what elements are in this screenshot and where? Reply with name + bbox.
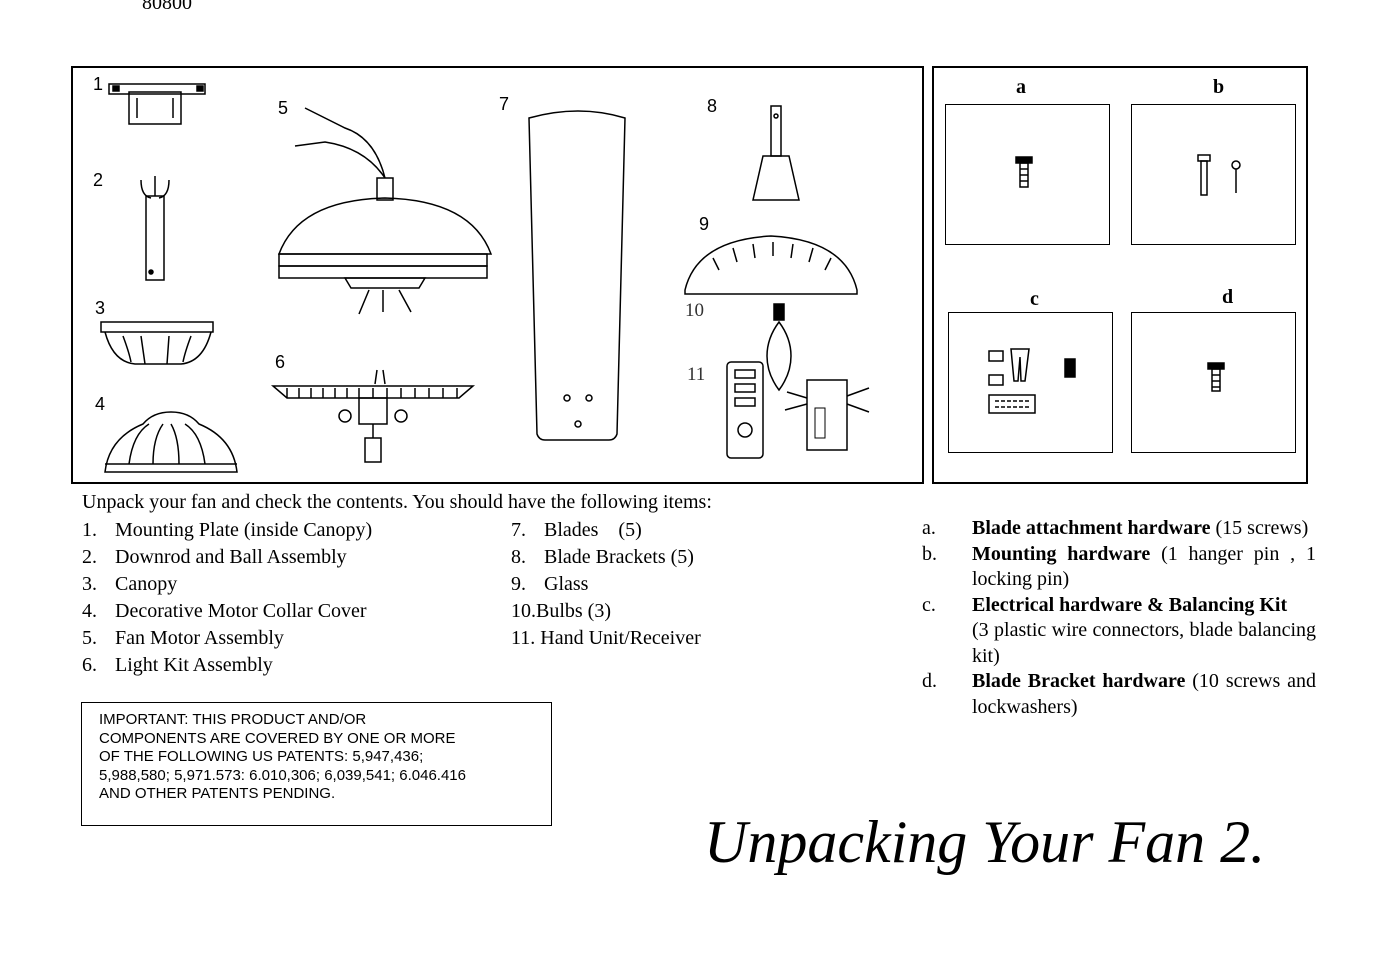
item-label: Blade Brackets (5) — [544, 546, 694, 568]
list-item: 5. Fan Motor Assembly — [82, 625, 372, 652]
list-item: 10.Bulbs (3) — [511, 598, 701, 625]
page-title: Unpacking Your Fan 2. — [704, 809, 1266, 875]
item-label: Hand Unit/Receiver — [540, 627, 701, 649]
part-number: 3 — [95, 298, 106, 318]
item-letter: d. — [922, 670, 937, 692]
item-letter: b. — [922, 542, 937, 565]
downrod-drawing — [140, 176, 170, 281]
patent-line: COMPONENTS ARE COVERED BY ONE OR MORE — [99, 729, 456, 747]
item-label: Mounting Plate (inside Canopy) — [115, 519, 373, 541]
part-number: 4 — [95, 394, 106, 414]
glass-drawing — [684, 235, 858, 295]
item-number: 7. — [511, 519, 526, 541]
item-label: Decorative Motor Collar Cover — [115, 600, 367, 622]
item-label: Glass — [544, 573, 589, 595]
item-number: 10. — [511, 600, 536, 622]
screw-icon — [1207, 362, 1225, 392]
model-number: 80800 — [142, 0, 192, 14]
list-item: 9. Glass — [511, 571, 701, 598]
light-kit-drawing — [270, 369, 476, 463]
part-number: 2 — [93, 170, 104, 190]
item-number: 8. — [511, 546, 526, 568]
patent-line: OF THE FOLLOWING US PATENTS: 5,947,436; — [99, 748, 424, 765]
hardware-item-b: b. Mounting hardware (1 hanger pin , 1 lo… — [922, 542, 1316, 593]
item-letter: a. — [922, 517, 936, 539]
list-item: 2. Downrod and Ball Assembly — [82, 544, 372, 571]
hardware-cell-b — [1131, 104, 1296, 245]
part-number: 7 — [499, 94, 510, 114]
item-number: 9. — [511, 573, 526, 595]
hardware-cell-d — [1131, 312, 1296, 453]
item-number: 6. — [82, 654, 97, 676]
collar-cover-drawing — [104, 411, 238, 473]
hardware-cell-a — [945, 104, 1110, 245]
parts-diagram: 1 2 3 4 5 6 7 8 9 10 11 — [71, 66, 924, 484]
wire-connector-icon — [988, 348, 1076, 414]
hardware-item-d: d. Blade Bracket hardware (10 screws and … — [922, 669, 1316, 720]
item-number: 2. — [82, 546, 97, 568]
item-number: 3. — [82, 573, 97, 595]
parts-list-right: 7. Blades (5) 8. Blade Brackets (5) 9. Glas… — [511, 517, 701, 652]
canopy-drawing — [100, 321, 214, 365]
item-detail: (10 screws and lockwashers) — [972, 670, 1317, 718]
patent-line: AND OTHER PATENTS PENDING. — [99, 785, 336, 802]
item-number: 1. — [82, 519, 97, 541]
part-number: 10 — [685, 300, 704, 321]
bulb-drawing — [766, 303, 792, 392]
parts-list-left: 1. Mounting Plate (inside Canopy) 2. Downr… — [82, 517, 372, 679]
screw-icon — [1015, 156, 1033, 188]
item-label: Bulbs (3) — [536, 600, 611, 622]
part-number: 9 — [699, 214, 710, 234]
mounting-plate-drawing — [108, 83, 206, 125]
item-detail: (15 screws) — [1210, 517, 1309, 539]
item-label: Light Kit Assembly — [115, 654, 273, 676]
item-label: Fan Motor Assembly — [115, 627, 284, 649]
item-label: Blades (5) — [544, 519, 642, 541]
part-number: 8 — [707, 96, 718, 116]
list-item: 3. Canopy — [82, 571, 372, 598]
hardware-item-a: a. Blade attachment hardware (15 screws) — [922, 516, 1316, 542]
item-label: Downrod and Ball Assembly — [115, 546, 347, 568]
intro-text: Unpack your fan and check the contents. … — [82, 491, 712, 513]
list-item: 11.Hand Unit/Receiver — [511, 625, 701, 652]
hardware-diagram: a b c d — [932, 66, 1308, 484]
item-letter: c. — [922, 593, 936, 616]
list-item: 4. Decorative Motor Collar Cover — [82, 598, 372, 625]
part-number: 11 — [687, 364, 706, 385]
item-title: Mounting hardware — [972, 542, 1151, 565]
hardware-item-c: c. Electrical hardware & Balancing Kit (3 … — [922, 593, 1316, 670]
part-number: 1 — [93, 74, 104, 94]
item-label: Canopy — [115, 573, 178, 595]
cell-letter-b: b — [1213, 76, 1225, 98]
patent-line: IMPORTANT: THIS PRODUCT AND/OR — [99, 711, 367, 728]
item-number: 5. — [82, 627, 97, 649]
blade-drawing — [528, 110, 626, 441]
blade-bracket-drawing — [752, 105, 800, 201]
list-item: 7. Blades (5) — [511, 517, 701, 544]
cell-letter-a: a — [1016, 76, 1026, 98]
parts-illustration — [100, 83, 870, 473]
patent-line: 5,988,580; 5,971.573: 6.010,306; 6,039,5… — [99, 766, 466, 784]
item-number: 4. — [82, 600, 97, 622]
part-number: 6 — [275, 352, 286, 372]
list-item: 8. Blade Brackets (5) — [511, 544, 701, 571]
item-number: 11. — [511, 627, 536, 649]
list-item: 6. Light Kit Assembly — [82, 652, 372, 679]
fan-motor-drawing — [277, 107, 493, 315]
item-detail: (1 hanger pin , 1 locking pin) — [972, 542, 1316, 591]
list-item: 1. Mounting Plate (inside Canopy) — [82, 517, 372, 544]
hardware-list: a.Blade attachment hardware (15 screws) … — [922, 516, 1316, 720]
cell-letter-d: d — [1222, 286, 1234, 308]
cell-letter-c: c — [1030, 288, 1039, 310]
item-title: Electrical hardware & Balancing Kit — [972, 593, 1288, 616]
hanger-pin-icon — [1197, 154, 1241, 196]
item-title: Blade attachment hardware — [972, 517, 1211, 539]
item-title: Blade Bracket hardware — [972, 670, 1186, 692]
hardware-cell-c — [948, 312, 1113, 453]
item-detail: (3 plastic wire connectors, blade balanc… — [972, 619, 1316, 667]
remote-receiver-drawing — [726, 361, 870, 459]
part-number: 5 — [278, 98, 289, 118]
patent-notice: IMPORTANT: THIS PRODUCT AND/OR COMPONENT… — [81, 702, 552, 826]
